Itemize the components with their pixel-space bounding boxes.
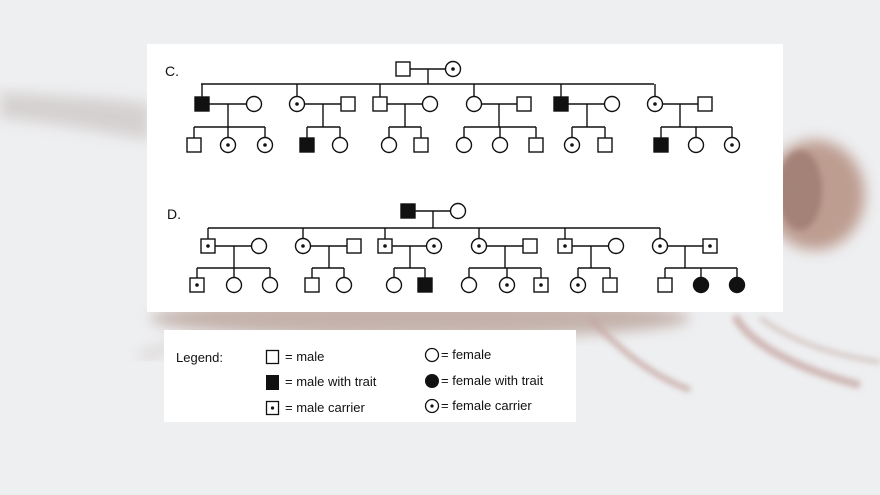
legend-male-carrier-dot-icon (270, 406, 275, 410)
legend-male-icon (265, 349, 280, 365)
male-unaffected-icon (597, 137, 613, 153)
legend-male-affected-icon (266, 375, 279, 390)
male-unaffected-icon (413, 137, 429, 153)
male-unaffected-icon (657, 277, 673, 293)
male-affected-icon (194, 96, 210, 112)
carrier-dot-icon (383, 244, 387, 248)
male-unaffected-icon (340, 96, 356, 112)
male-unaffected-icon (395, 61, 411, 77)
pedigree-panel: C. D. (147, 44, 783, 312)
pedigree-d (189, 202, 746, 294)
legend-male-affected-text: = male with trait (285, 374, 377, 389)
legend-female-carrier-text: = female carrier (441, 398, 532, 413)
legend: Legend: = male = female = male with trai… (176, 347, 544, 416)
carrier-dot-icon (195, 283, 199, 287)
female-unaffected-icon (603, 95, 621, 113)
female-unaffected-icon (449, 202, 467, 220)
male-unaffected-icon (602, 277, 618, 293)
carrier-dot-icon (539, 283, 543, 287)
male-unaffected-icon (697, 96, 713, 112)
carrier-dot-icon (226, 143, 230, 147)
male-unaffected-icon (516, 96, 532, 112)
carrier-dot-icon (658, 244, 662, 248)
carrier-dot-icon (730, 143, 734, 147)
male-affected-icon (400, 203, 416, 219)
female-unaffected-icon (460, 276, 478, 294)
carrier-dot-icon (301, 244, 305, 248)
pedigree-label-d: D. (167, 206, 181, 222)
female-unaffected-icon (465, 95, 483, 113)
legend-male-text: = male (285, 349, 324, 364)
male-unaffected-icon (186, 137, 202, 153)
female-unaffected-icon (380, 136, 398, 154)
carrier-dot-icon (653, 102, 657, 106)
male-affected-icon (553, 96, 569, 112)
female-unaffected-icon (607, 237, 625, 255)
carrier-dot-icon (563, 244, 567, 248)
pedigree-label-c: C. (165, 63, 179, 79)
male-affected-icon (417, 277, 433, 293)
female-unaffected-icon (250, 237, 268, 255)
legend-title: Legend: (176, 350, 223, 365)
female-unaffected-icon (331, 136, 349, 154)
male-unaffected-icon (372, 96, 388, 112)
female-unaffected-icon (335, 276, 353, 294)
female-unaffected-icon (225, 276, 243, 294)
female-affected-icon (692, 276, 710, 294)
carrier-dot-icon (295, 102, 299, 106)
pedigree-c (186, 60, 741, 154)
carrier-dot-icon (576, 283, 580, 287)
legend-female-text: = female (441, 347, 491, 362)
carrier-dot-icon (570, 143, 574, 147)
legend-male-carrier-text: = male carrier (285, 400, 365, 415)
female-affected-icon (728, 276, 746, 294)
female-unaffected-icon (455, 136, 473, 154)
carrier-dot-icon (206, 244, 210, 248)
male-unaffected-icon (346, 238, 362, 254)
carrier-dot-icon (432, 244, 436, 248)
male-unaffected-icon (522, 238, 538, 254)
female-unaffected-icon (421, 95, 439, 113)
carrier-dot-icon (451, 67, 455, 71)
male-unaffected-icon (304, 277, 320, 293)
female-unaffected-icon (491, 136, 509, 154)
legend-female-carrier-dot-icon (430, 404, 434, 408)
female-unaffected-icon (385, 276, 403, 294)
legend-female-affected-icon (425, 374, 439, 388)
legend-panel: Legend: = male = female = male with trai… (164, 330, 576, 422)
female-unaffected-icon (687, 136, 705, 154)
legend-female-affected-text: = female with trait (441, 373, 544, 388)
female-unaffected-icon (261, 276, 279, 294)
legend-female-icon (424, 347, 440, 363)
male-unaffected-icon (528, 137, 544, 153)
carrier-dot-icon (477, 244, 481, 248)
male-affected-icon (653, 137, 669, 153)
carrier-dot-icon (263, 143, 267, 147)
pedigree-charts: C. D. (165, 60, 746, 294)
female-unaffected-icon (245, 95, 263, 113)
male-affected-icon (299, 137, 315, 153)
carrier-dot-icon (505, 283, 509, 287)
carrier-dot-icon (708, 244, 712, 248)
